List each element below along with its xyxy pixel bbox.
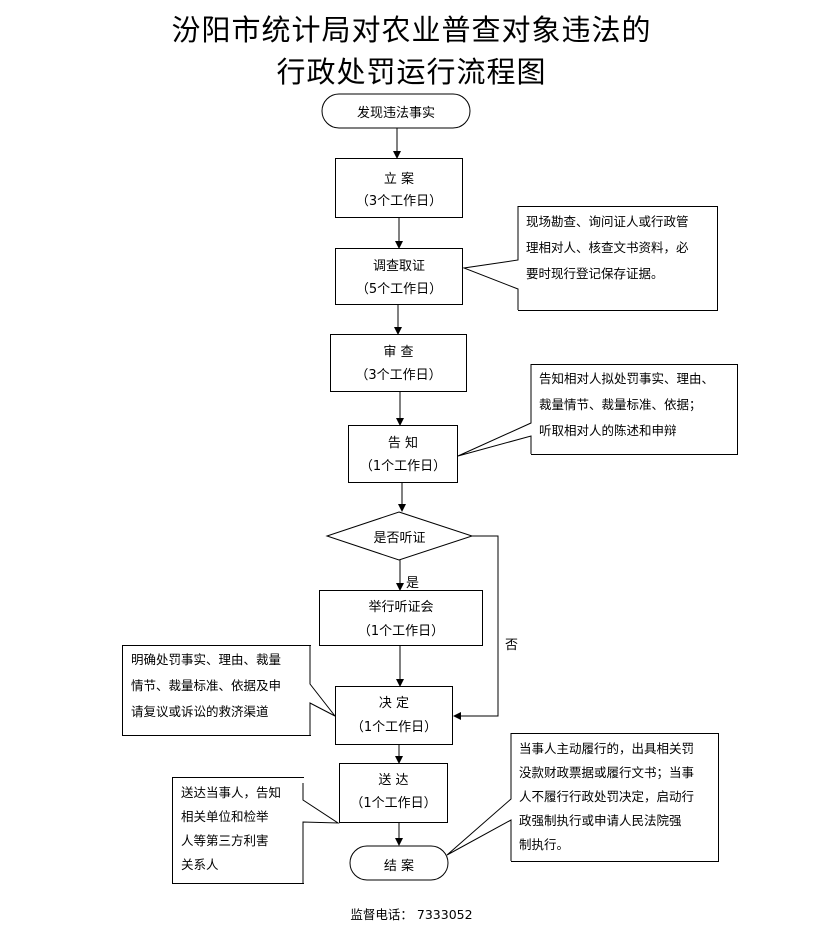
arrow-decision-no-branch [453,535,499,720]
node-songda-name: 送 达 [378,773,409,788]
note-diaocha-line1: 现场勘查、询问证人或行政管 [526,214,689,229]
node-shencha: 审 查 （3个工作日） [330,334,467,392]
node-shencha-days: （3个工作日） [355,368,442,383]
page-title-line2: 行政处罚运行流程图 [276,55,547,89]
note-end-line4: 政强制执行或申请人民法院强 [519,813,682,828]
node-gaozhi: 告 知 （1个工作日） [348,425,458,483]
note-diaocha: 现场勘查、询问证人或行政管 理相对人、核查文书资料，必 要时现行登记保存证据。 [518,206,718,311]
callout-jueding-pointer [309,645,336,735]
note-end-line2: 没款财政票据或履行文书；当事 [519,765,695,780]
note-gaozhi: 告知相对人拟处罚事实、理由、 裁量情节、裁量标准、依据； 听取相对人的陈述和申辩 [531,364,738,455]
end-terminal-shape [349,845,449,881]
note-jueding-line2: 情节、裁量标准、依据及申 [131,678,282,693]
callout-end-pointer [446,733,512,861]
note-diaocha-line2: 理相对人、核查文书资料，必 [526,240,689,255]
note-songda-line1: 送达当事人，告知 [181,785,282,800]
node-gaozhi-days: （1个工作日） [359,459,447,474]
supervision-phone: 监督电话： 7333052 [350,907,473,922]
node-jueding-days: （1个工作日） [350,720,438,735]
note-gaozhi-line2: 裁量情节、裁量标准、依据； [539,397,702,412]
note-songda-line4: 关系人 [181,857,219,872]
branch-yes-label: 是 [406,576,420,591]
note-end: 当事人主动履行的，出具相关罚 没款财政票据或履行文书；当事 人不履行行政处罚决定… [511,733,719,862]
note-end-line3: 人不履行行政处罚决定，启动行 [519,789,695,804]
decision-label: 是否听证 [373,531,426,546]
page-title-line1: 汾阳市统计局对农业普查对象违法的 [171,13,652,47]
start-terminal-shape [321,93,471,129]
node-tingzheng-days: （1个工作日） [357,624,445,639]
node-shencha-name: 审 查 [383,345,414,360]
end-node-label: 结 案 [383,859,415,874]
node-diaocha-days: （5个工作日） [355,282,443,297]
node-lian-days: （3个工作日） [355,194,443,209]
node-jueding: 决 定 （1个工作日） [335,686,453,745]
branch-no-label: 否 [505,638,519,653]
note-gaozhi-line3: 听取相对人的陈述和申辩 [539,423,677,438]
note-end-line5: 制执行。 [519,837,570,852]
node-tingzheng-name: 举行听证会 [368,600,434,615]
node-diaocha: 调查取证 （5个工作日） [335,248,463,305]
note-jueding: 明确处罚事实、理由、裁量 情节、裁量标准、依据及申 请复议或诉讼的救济渠道 [122,645,311,736]
note-jueding-line3: 请复议或诉讼的救济渠道 [131,704,269,719]
node-diaocha-name: 调查取证 [372,259,425,274]
node-lian-name: 立 案 [383,172,415,187]
node-songda: 送 达 （1个工作日） [339,763,448,823]
note-diaocha-line3: 要时现行登记保存证据。 [526,266,664,281]
note-end-line1: 当事人主动履行的，出具相关罚 [519,741,695,756]
note-songda-line2: 相关单位和检举 [181,809,269,824]
node-jueding-name: 决 定 [378,696,410,711]
decision-diamond-shape [325,511,474,561]
note-jueding-line1: 明确处罚事实、理由、裁量 [131,652,282,667]
callout-diaocha-pointer [462,206,519,310]
node-gaozhi-name: 告 知 [387,436,419,451]
note-gaozhi-line1: 告知相对人拟处罚事实、理由、 [539,371,715,386]
note-songda-line3: 人等第三方利害 [181,833,269,848]
node-lian: 立 案 （3个工作日） [335,158,463,218]
callout-songda-pointer [302,783,340,883]
node-tingzheng: 举行听证会 （1个工作日） [319,590,483,646]
callout-gaozhi-pointer [457,364,532,457]
node-songda-days: （1个工作日） [350,796,437,811]
start-node-label: 发现违法事实 [356,106,435,121]
note-songda: 送达当事人，告知 相关单位和检举 人等第三方利害 关系人 [172,777,304,884]
